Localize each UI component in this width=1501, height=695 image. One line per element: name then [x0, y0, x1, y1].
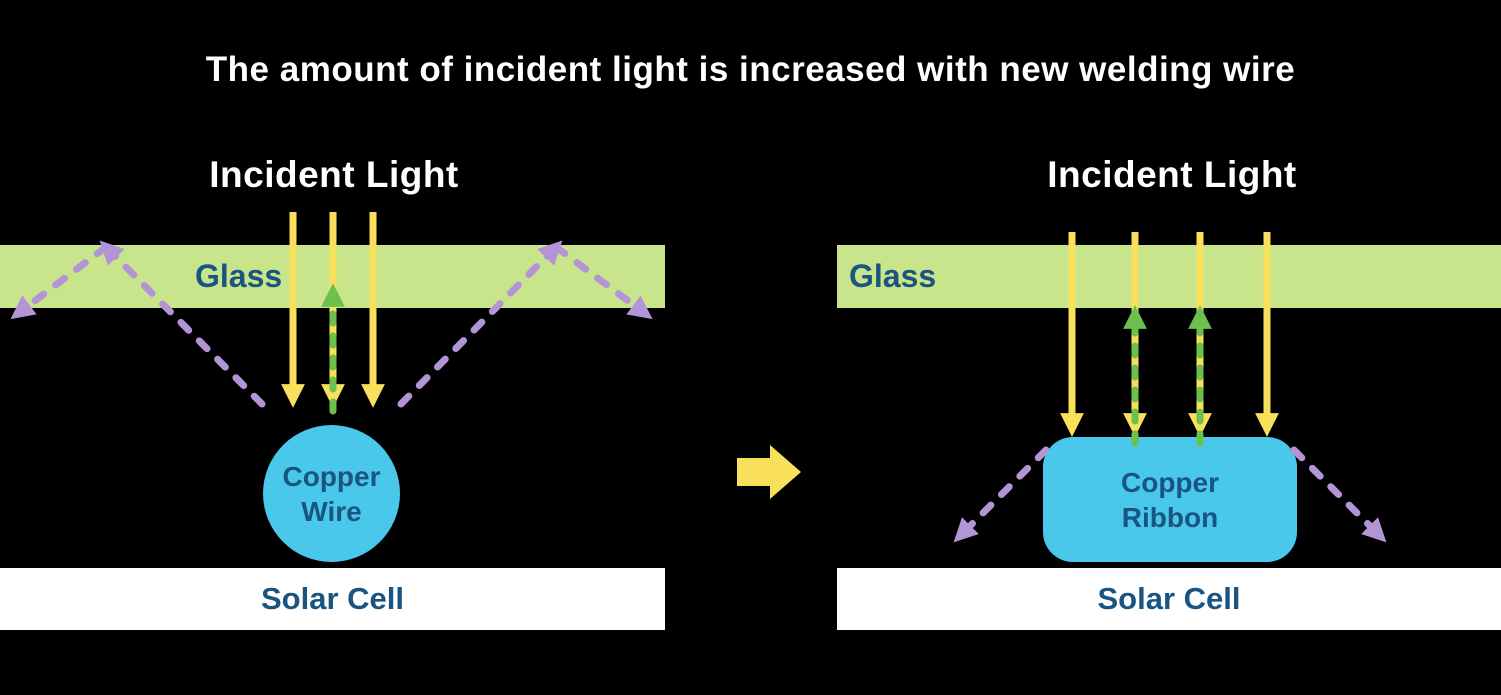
solar-cell-label-right: Solar Cell [1097, 581, 1241, 616]
solar-cell-band-left: Solar Cell [0, 568, 665, 630]
copper-wire-shape: Copper Wire [263, 425, 400, 562]
glass-band-left: Glass [0, 245, 665, 308]
scattered-ray-right-left [953, 446, 1050, 543]
incident-light-label-left: Incident Light [209, 154, 459, 195]
page-title: The amount of incident light is increase… [205, 50, 1296, 89]
copper-ribbon-label-line1: Copper [1121, 466, 1219, 498]
glass-label-right: Glass [849, 258, 937, 294]
glass-label-left: Glass [195, 258, 283, 294]
transform-arrow-icon [737, 445, 801, 499]
copper-wire-label-line1: Copper [282, 460, 381, 492]
solar-cell-label-left: Solar Cell [261, 581, 404, 616]
copper-wire-label-line2: Wire [301, 495, 362, 527]
copper-ribbon-shape: Copper Ribbon [1043, 437, 1297, 562]
copper-ribbon-label-line2: Ribbon [1121, 501, 1219, 533]
solar-cell-band-right: Solar Cell [837, 568, 1501, 630]
scattered-ray-right-right [1290, 446, 1387, 543]
incident-light-label-right: Incident Light [1047, 154, 1297, 195]
glass-band-right: Glass [837, 245, 1501, 308]
